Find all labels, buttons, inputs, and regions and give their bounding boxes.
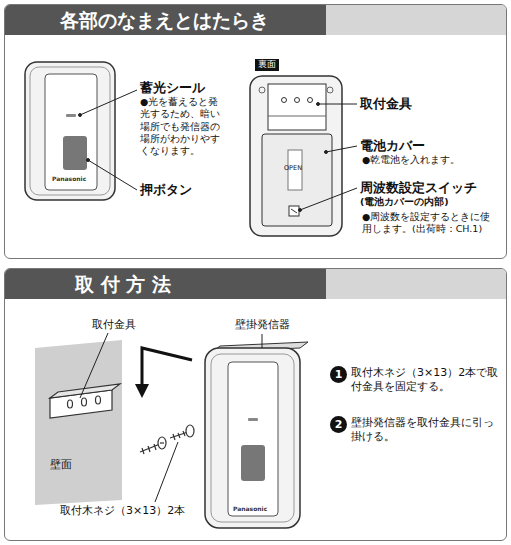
part-name: 取付金具	[92, 318, 136, 332]
part-name: 取付金具	[360, 96, 412, 112]
part-name: 電池カバー	[360, 138, 425, 154]
leader-lines	[80, 333, 262, 502]
section-panel: 取 付 方 法	[4, 268, 507, 541]
brand-mark: Panasonic	[52, 175, 86, 183]
note: ●周波数を設定するときに使用します。(出荷時：CH.1)	[362, 211, 500, 236]
back-device	[250, 76, 342, 236]
step-text: 取付木ネジ（3×13）2本で取付金具を固定する。	[351, 366, 499, 395]
note: ●乾電池を入れます。	[362, 154, 460, 166]
screws	[140, 425, 194, 454]
wall-transmitter	[205, 342, 308, 528]
wall	[35, 340, 122, 505]
callout-number: 2	[330, 416, 347, 433]
callout-number: 1	[330, 366, 347, 383]
cover-mark: OPEN	[284, 164, 302, 172]
part-name: 押ボタン	[140, 182, 192, 198]
part-name: 壁掛発信器	[235, 318, 290, 332]
part-name: 壁面	[50, 458, 72, 472]
part-note: (電池カバーの内部)	[360, 196, 449, 208]
front-device	[25, 62, 115, 200]
view-tag: 裏面	[255, 59, 279, 71]
mount-arrow	[135, 348, 192, 398]
view-label: 裏面	[258, 59, 276, 69]
part-name: 蓄光シール	[140, 80, 205, 96]
leader-lines	[79, 90, 358, 212]
step-text: 壁掛発信器を取付金具に引っ掛ける。	[351, 416, 499, 445]
section-header: 各部のなまえとはたらき	[5, 5, 506, 35]
section-title: 取 付 方 法	[75, 272, 171, 298]
bracket	[50, 384, 120, 418]
part-name: 取付木ネジ（3×13）2本	[60, 504, 185, 518]
section-title: 各部のなまえとはたらき	[60, 8, 269, 34]
part-name: 周波数設定スイッチ	[360, 180, 477, 196]
section-header: 取 付 方 法	[5, 269, 506, 299]
note: ●光を蓄えると発光するため、暗い場所でも発信器の場所がわかりやすくなります。	[140, 96, 224, 158]
brand-mark: Panasonic	[233, 505, 267, 513]
